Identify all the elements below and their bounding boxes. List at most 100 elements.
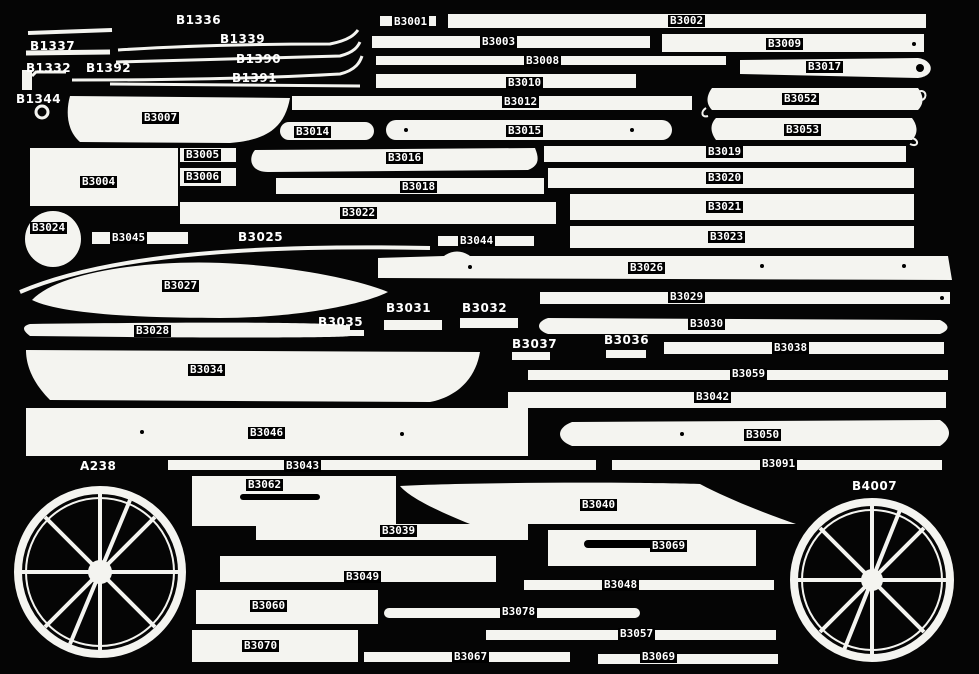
wheel-a238 (14, 486, 186, 658)
part-b3034 (26, 350, 480, 402)
rod-b1390 (115, 41, 362, 64)
label-b3004: B3004 (80, 175, 118, 188)
part-b3069-bar (598, 654, 778, 664)
hook-right-b3052 (917, 90, 927, 101)
label-b3069-bar: B3069 (640, 650, 678, 663)
label-b3060: B3060 (250, 599, 288, 612)
label-b1391: B1391 (232, 71, 278, 85)
label-b3039: B3039 (380, 524, 418, 537)
hole (902, 264, 906, 268)
label-b1339: B1339 (220, 32, 266, 46)
hole (468, 265, 472, 269)
label-b3021: B3021 (706, 200, 744, 213)
label-b3062: B3062 (246, 478, 284, 491)
rod-b1336 (27, 28, 113, 35)
label-b3025: B3025 (238, 230, 284, 244)
label-b3053: B3053 (784, 123, 822, 136)
label-b3030: B3030 (688, 317, 726, 330)
hole (760, 264, 764, 268)
part-b3048 (524, 580, 774, 590)
label-b3050: B3050 (744, 428, 782, 441)
ring-b1344 (34, 104, 50, 120)
part-b3029 (540, 292, 950, 304)
label-b3070: B3070 (242, 639, 280, 652)
label-b3017: B3017 (806, 60, 844, 73)
label-b3046: B3046 (248, 426, 286, 439)
bracket-b1332 (30, 70, 66, 78)
hole (140, 430, 144, 434)
label-b3020: B3020 (706, 171, 744, 184)
label-b3019: B3019 (706, 145, 744, 158)
label-b3005: B3005 (184, 148, 222, 161)
label-b3040: B3040 (580, 498, 618, 511)
part-b3028 (24, 322, 350, 338)
label-b3031: B3031 (386, 301, 432, 315)
rod-b1337 (25, 49, 111, 56)
label-b1336: B1336 (176, 13, 222, 27)
hole (404, 128, 408, 132)
label-b3026: B3026 (628, 261, 666, 274)
hole (400, 432, 404, 436)
label-b3067: B3067 (452, 650, 490, 663)
wheel-b4007 (790, 498, 954, 662)
part-b3024 (25, 211, 81, 267)
label-b3052: B3052 (782, 92, 820, 105)
label-b3059: B3059 (730, 367, 768, 380)
label-b3091: B3091 (760, 457, 798, 470)
label-b3024: B3024 (30, 221, 68, 234)
label-b3028: B3028 (134, 324, 172, 337)
part-b3031 (384, 320, 442, 330)
label-b3001: B3001 (392, 15, 430, 28)
label-b1392: B1392 (86, 61, 132, 75)
part-b3036 (606, 350, 646, 358)
label-b3057: B3057 (618, 627, 656, 640)
hole (940, 296, 944, 300)
label-b3009: B3009 (766, 37, 804, 50)
part-b3032 (460, 318, 518, 328)
label-b3035: B3035 (318, 315, 364, 329)
label-b3006: B3006 (184, 170, 222, 183)
label-b3032: B3032 (462, 301, 508, 315)
hook-left-b3052 (701, 107, 709, 118)
rod-b1391-lower (109, 82, 361, 88)
label-b4007: B4007 (852, 479, 898, 493)
label-b3016: B3016 (386, 151, 424, 164)
part-b3043 (168, 460, 596, 470)
hole (630, 128, 634, 132)
label-b1344: B1344 (16, 92, 62, 106)
label-b1390: B1390 (236, 52, 282, 66)
label-b3049: B3049 (344, 570, 382, 583)
rod-b1339 (117, 29, 360, 52)
slot-b3069 (584, 540, 664, 548)
part-b3037 (512, 352, 550, 360)
label-b3022: B3022 (340, 206, 378, 219)
label-b3037: B3037 (512, 337, 558, 351)
part-b3035 (336, 330, 364, 336)
part-b3012 (292, 96, 692, 110)
label-b3036: B3036 (604, 333, 650, 347)
part-b3027 (32, 262, 388, 318)
label-b3007: B3007 (142, 111, 180, 124)
label-b3045: B3045 (110, 231, 148, 244)
hole (680, 432, 684, 436)
hole (912, 42, 916, 46)
part-b3030 (539, 318, 948, 334)
part-b3025 (19, 245, 431, 294)
label-b3069-plate: B3069 (650, 539, 688, 552)
label-b3014: B3014 (294, 125, 332, 138)
label-b3015: B3015 (506, 124, 544, 137)
label-a238: A238 (80, 459, 117, 473)
hook-b3053 (909, 137, 918, 147)
label-b3029: B3029 (668, 290, 706, 303)
label-b3023: B3023 (708, 230, 746, 243)
eye-b3017 (916, 64, 924, 72)
label-b1337: B1337 (30, 39, 76, 53)
label-b3034: B3034 (188, 363, 226, 376)
label-b3018: B3018 (400, 180, 438, 193)
label-b3012: B3012 (502, 95, 540, 108)
label-b3038: B3038 (772, 341, 810, 354)
part-b3062 (192, 476, 396, 526)
label-b3044: B3044 (458, 234, 496, 247)
